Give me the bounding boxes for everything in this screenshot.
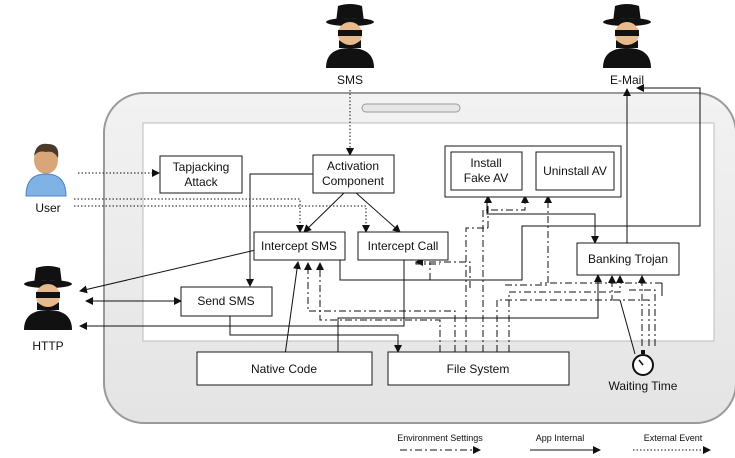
tapjacking-label-1: Tapjacking — [173, 160, 230, 174]
spy-icon — [24, 266, 72, 330]
legend-external-label: External Event — [644, 433, 703, 443]
http-label: HTTP — [32, 339, 63, 353]
uninstall-label: Uninstall AV — [543, 164, 607, 178]
install-fake-av-node[interactable]: Install Fake AV — [450, 151, 523, 191]
tapjacking-attack-node[interactable]: Tapjacking Attack — [159, 155, 243, 194]
send-sms-node[interactable]: Send SMS — [180, 286, 273, 317]
user-label: User — [35, 201, 60, 215]
activation-component-node[interactable]: Activation Component — [312, 154, 395, 194]
banking-trojan-node[interactable]: Banking Trojan — [576, 242, 680, 276]
tapjacking-label-2: Attack — [184, 175, 218, 189]
spy-icon — [603, 4, 651, 68]
activation-label-1: Activation — [327, 159, 379, 173]
waiting-time-label: Waiting Time — [609, 379, 678, 393]
intercept-call-node[interactable]: Intercept Call — [357, 231, 449, 261]
banking-trojan-label: Banking Trojan — [588, 252, 668, 266]
phone-speaker — [361, 103, 461, 113]
email-label: E-Mail — [610, 73, 644, 87]
intercept-sms-node[interactable]: Intercept SMS — [253, 231, 346, 261]
user-icon — [25, 143, 67, 197]
native-code-node[interactable]: Native Code — [196, 351, 373, 386]
uninstall-av-node[interactable]: Uninstall AV — [535, 151, 615, 191]
file-system-label: File System — [447, 362, 510, 376]
connections — [74, 84, 701, 356]
native-code-label: Native Code — [251, 362, 317, 376]
stopwatch-icon — [632, 350, 654, 376]
send-sms-label: Send SMS — [197, 294, 254, 308]
intercept-call-label: Intercept Call — [368, 239, 439, 253]
file-system-node[interactable]: File System — [387, 351, 570, 386]
legend-internal-label: App Internal — [536, 433, 585, 443]
install-label-1: Install — [470, 156, 501, 170]
legend-environment-label: Environment Settings — [397, 433, 483, 443]
install-label-2: Fake AV — [464, 171, 508, 185]
legend: Environment Settings App Internal Extern… — [397, 433, 711, 454]
sms-label: SMS — [337, 73, 363, 87]
intercept-sms-label: Intercept SMS — [261, 239, 337, 253]
activation-label-2: Component — [322, 174, 385, 188]
spy-icon — [326, 4, 374, 68]
